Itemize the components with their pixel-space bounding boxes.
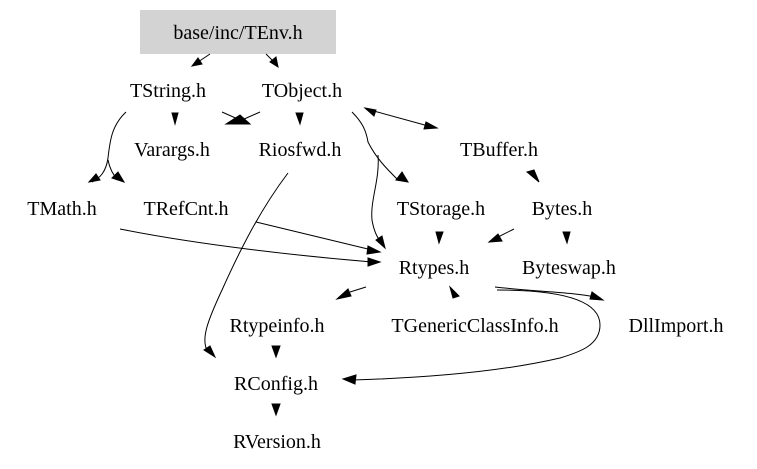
arrow-tstorage-rtypes [435,231,444,245]
arrow-tobject-tbuffer [423,121,439,130]
arrow-rtypes-tgeneric [449,285,460,299]
arrow-tobject-riosfwd [295,112,304,126]
node-tstring[interactable]: TString.h [130,80,206,102]
arrow-tstring-trefcnt [111,171,126,183]
arrow-tstring-varargs [171,112,179,126]
node-bytes[interactable]: Bytes.h [532,198,593,220]
node-rversion[interactable]: RVersion.h [233,431,321,453]
edge-trefcnt-rtypes [255,221,373,251]
edge-rtypes-rconfig [351,289,601,381]
arrow-rtypes-rconfig [341,374,357,385]
arrow-tbuffer-tobject [363,107,377,117]
arrow-bytes-rtypes [487,233,503,243]
node-tgenericclassinfo[interactable]: TGenericClassInfo.h [391,315,558,337]
arrow-rtypeinfo-rconfig [271,345,281,359]
edge-tobject-tbuffer [369,109,433,128]
node-byteswap[interactable]: Byteswap.h [522,257,616,279]
edge-tmath-rtypes [119,228,373,263]
node-tmath[interactable]: TMath.h [27,198,96,220]
edge-rtypes-dllimport [494,286,596,298]
arrow-tenv-tstring [190,57,203,67]
node-rconfig[interactable]: RConfig.h [234,373,318,395]
arrow-trefcnt-rtypes [366,245,382,255]
arrow-rtypes-dllimport [589,291,605,301]
node-rtypes[interactable]: Rtypes.h [399,257,470,279]
node-tobject[interactable]: TObject.h [262,80,342,102]
arrow-tenv-tobject [269,56,279,69]
node-rtypeinfo[interactable]: Rtypeinfo.h [230,315,325,337]
edge-tobject-tstorage [351,111,399,181]
arrow-tstring-tmath [87,173,101,183]
node-tenv[interactable]: base/inc/TEnv.h [173,22,302,44]
arrow-rconfig-rversion [271,403,281,417]
node-dllimport[interactable]: DllImport.h [629,315,724,337]
node-riosfwd[interactable]: Riosfwd.h [259,139,342,161]
edge-tobject-rtypes [371,154,385,246]
arrow-tobject-tstorage [395,171,409,183]
node-tbuffer[interactable]: TBuffer.h [460,139,538,161]
root-node-box [140,10,336,54]
edge-tstring-tmath-trefcnt [91,111,127,183]
arrow-cross [224,114,252,125]
edge-tobject-varargs [241,111,261,121]
arrow-tobject-rtypes [375,235,386,250]
arrow-rtypes-rtypeinfo [335,288,352,300]
arrow-bytes-byteswap [562,231,571,245]
node-varargs[interactable]: Varargs.h [134,139,210,161]
edge-rtypes-rtypeinfo [349,286,367,293]
node-tstorage[interactable]: TStorage.h [397,198,485,220]
nodes: base/inc/TEnv.h TString.h TObject.h Vara… [27,22,723,453]
arrow-riosfwd-rconfig [203,345,217,359]
edge-riosfwd-rconfig [204,172,289,353]
edges [87,53,605,417]
arrow-tbuffer-bytes [525,169,540,183]
arrow-tmath-rtypes [367,257,382,267]
node-trefcnt[interactable]: TRefCnt.h [144,198,229,220]
